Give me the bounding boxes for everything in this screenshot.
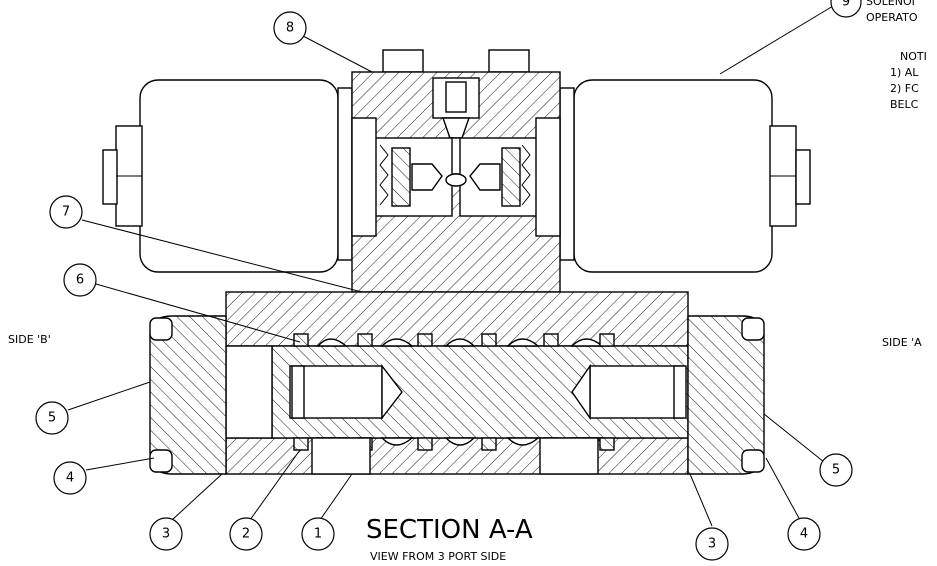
svg-text:5: 5 [832,463,840,478]
svg-text:5: 5 [48,411,56,426]
side-b-label: SIDE 'B' [8,333,51,346]
balloon-5-right: 5 [819,453,853,487]
balloon-5-left: 5 [35,401,69,435]
pilot-block [351,49,561,293]
section-title: SECTION A-A [366,515,533,545]
notes-line1: 1) AL [890,66,919,79]
valve-body [225,291,689,475]
balloon-2: 2 [229,517,263,551]
right-end-cap [687,315,765,475]
svg-text:2: 2 [242,527,250,542]
balloon-7: 7 [49,195,83,229]
left-solenoid-coil [102,79,353,273]
svg-text:6: 6 [76,273,84,288]
balloon-1: 1 [301,517,335,551]
notes-heading: NOTI [900,50,927,63]
svg-text:9: 9 [842,0,850,10]
svg-text:3: 3 [162,527,170,542]
svg-text:8: 8 [286,21,294,36]
section-subtitle: VIEW FROM 3 PORT SIDE [370,550,506,563]
side-a-label: SIDE 'A [882,336,922,349]
callout-9-line1: SOLENOI [866,0,915,8]
balloon-8: 8 [273,11,307,45]
leader-lines [67,5,834,527]
notes-line2: 2) FC [890,82,919,95]
balloon-9: 9 [830,0,862,18]
left-end-cap [149,315,227,475]
svg-text:4: 4 [66,471,74,486]
right-solenoid-coil [559,79,811,273]
callout-9-line2: OPERATO [866,11,918,24]
svg-text:4: 4 [800,527,808,542]
svg-text:3: 3 [708,537,716,552]
balloon-6: 6 [63,263,97,297]
balloon-3-right: 3 [695,527,729,561]
notes-line3: BELC [890,98,919,111]
balloon-4-right: 4 [787,517,821,551]
balloon-3-left: 3 [149,517,183,551]
balloon-4-left: 4 [53,461,87,495]
svg-text:7: 7 [62,205,70,220]
svg-text:1: 1 [314,527,322,542]
